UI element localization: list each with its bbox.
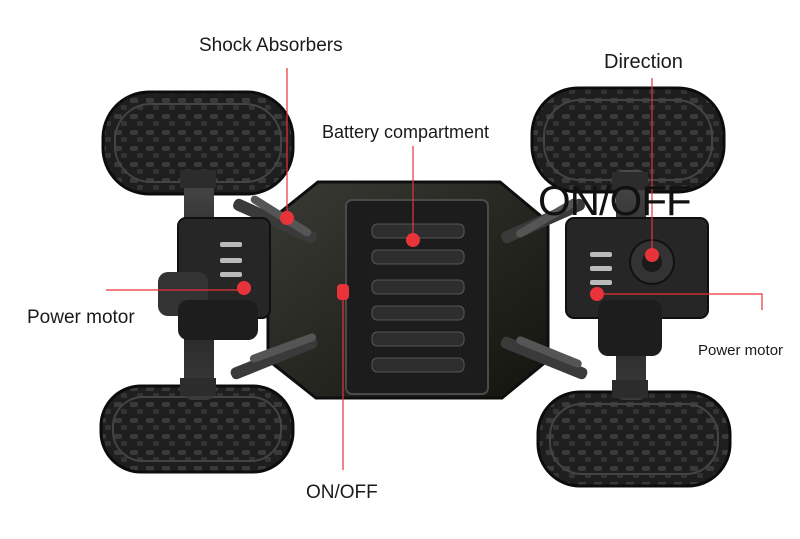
right-gearbox [565, 217, 709, 356]
label-power-motor-left: Power motor [27, 307, 135, 328]
callout-line-power-right [597, 293, 763, 310]
label-on-off-bottom: ON/OFF [306, 482, 378, 503]
label-direction: Direction [604, 51, 683, 73]
left-gearbox [158, 217, 271, 340]
label-power-motor-right: Power motor [698, 342, 784, 359]
callout-lines [106, 68, 763, 470]
callout-dot-power-right [590, 287, 604, 301]
callout-dot-onoff [337, 284, 349, 300]
tire-rear-right [536, 390, 732, 488]
label-on-off-large: ON/OFF [538, 177, 692, 224]
callout-dot-shock [280, 211, 294, 225]
label-shock-absorbers: Shock Absorbers [199, 35, 343, 56]
label-battery-compartment: Battery compartment [322, 122, 490, 142]
callout-dot-power-left [237, 281, 251, 295]
callout-dot-direction [645, 248, 659, 262]
callout-dot-battery [406, 233, 420, 247]
callout-dots [237, 211, 659, 301]
battery-cover [345, 199, 489, 395]
